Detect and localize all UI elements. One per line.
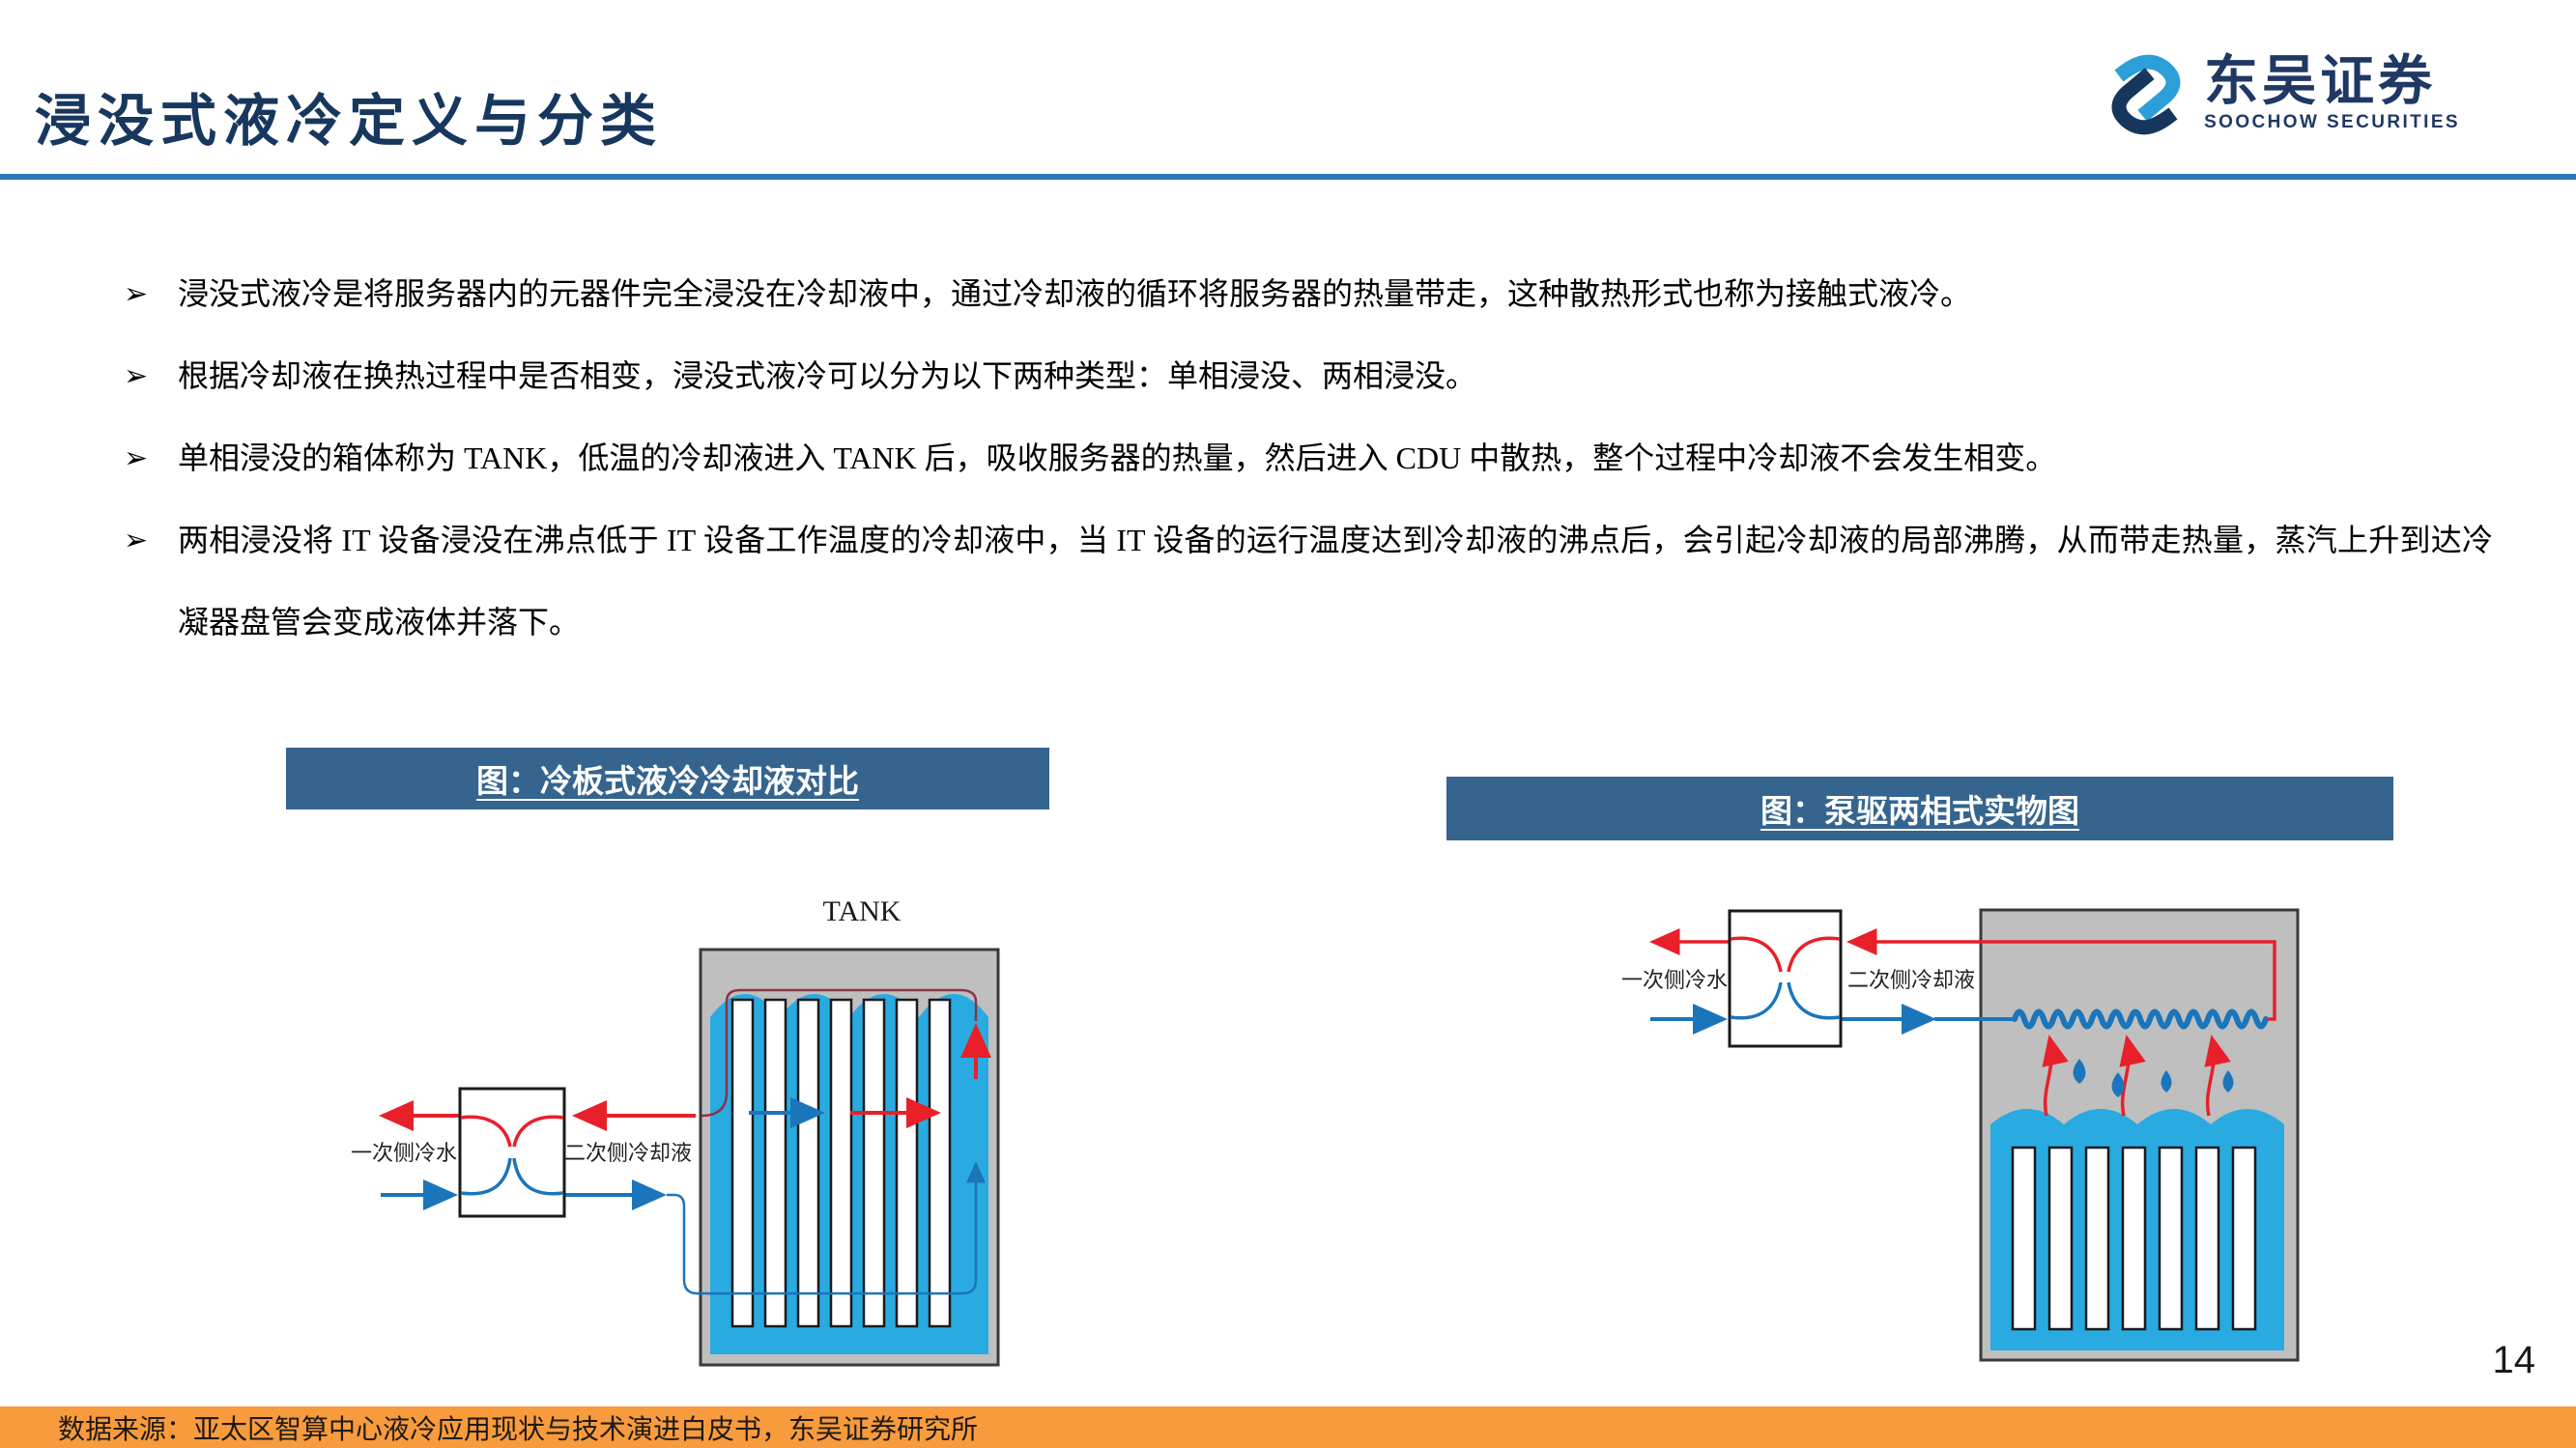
bullet-item: ➢ 单相浸没的箱体称为 TANK，低温的冷却液进入 TANK 后，吸收服务器的热… xyxy=(124,417,2493,499)
heat-exchanger xyxy=(458,1087,566,1218)
bullet-marker-icon: ➢ xyxy=(124,359,149,393)
data-source-note: 数据来源：亚太区智算中心液冷应用现状与技术演进白皮书，东吴证券研究所 xyxy=(58,1414,979,1445)
bullet-item: ➢ 浸没式液冷是将服务器内的元器件完全浸没在冷却液中，通过冷却液的循环将服务器的… xyxy=(124,253,2493,335)
figure-caption-left: 图：冷板式液冷冷却液对比 xyxy=(286,748,1049,809)
droplet-icon xyxy=(2073,1059,2086,1084)
external-piping xyxy=(1649,928,2276,1035)
figure-caption-left-text: 图：冷板式液冷冷却液对比 xyxy=(476,765,859,800)
bullet-marker-icon: ➢ xyxy=(124,524,149,557)
secondary-side-label: 二次侧冷却液 xyxy=(564,1141,692,1165)
footer-bar: 数据来源：亚太区智算中心液冷应用现状与技术演进白皮书，东吴证券研究所 xyxy=(0,1406,2576,1448)
header-divider xyxy=(0,174,2576,180)
external-piping xyxy=(379,1100,701,1295)
server-blades xyxy=(730,998,952,1328)
internal-flow-arrows xyxy=(701,988,991,1295)
bullet-text: 浸没式液冷是将服务器内的元器件完全浸没在冷却液中，通过冷却液的循环将服务器的热量… xyxy=(178,276,1972,311)
primary-side-label: 一次侧冷水 xyxy=(351,1141,457,1165)
secondary-side-label: 二次侧冷却液 xyxy=(1847,968,1975,992)
diagram-two-phase-tank: 一次侧冷水 二次侧冷却液 xyxy=(1621,908,2300,1362)
vapor-and-droplets xyxy=(2042,1035,2234,1117)
bullet-text: 根据冷却液在换热过程中是否相变，浸没式液冷可以分为以下两种类型：单相浸没、两相浸… xyxy=(178,358,1477,393)
primary-side-label: 一次侧冷水 xyxy=(1621,968,1728,992)
soochow-logo-icon xyxy=(2111,54,2181,135)
figure-caption-right-text: 图：泵驱两相式实物图 xyxy=(1760,795,2079,830)
bullet-text: 两相浸没将 IT 设备浸没在沸点低于 IT 设备工作温度的冷却液中，当 IT 设… xyxy=(178,523,2493,639)
bullet-item: ➢ 两相浸没将 IT 设备浸没在沸点低于 IT 设备工作温度的冷却液中，当 IT… xyxy=(124,499,2493,664)
logo-name-en: SOOCHOW SECURITIES xyxy=(2204,112,2460,132)
bullet-text: 单相浸没的箱体称为 TANK，低温的冷却液进入 TANK 后，吸收服务器的热量，… xyxy=(178,440,2057,475)
bullet-item: ➢ 根据冷却液在换热过程中是否相变，浸没式液冷可以分为以下两种类型：单相浸没、两… xyxy=(124,335,2493,417)
droplet-icon xyxy=(2111,1072,2125,1097)
page-title: 浸没式液冷定义与分类 xyxy=(35,90,664,153)
figure-caption-right: 图：泵驱两相式实物图 xyxy=(1446,777,2393,840)
server-blades xyxy=(2011,1146,2257,1331)
droplet-icon xyxy=(2222,1070,2234,1093)
bullet-list: ➢ 浸没式液冷是将服务器内的元器件完全浸没在冷却液中，通过冷却液的循环将服务器的… xyxy=(124,253,2493,664)
bullet-marker-icon: ➢ xyxy=(124,441,149,475)
droplet-icon xyxy=(2161,1070,2172,1093)
diagram-single-phase-tank: TANK xyxy=(351,895,1000,1367)
company-logo: 东吴证券 SOOCHOW SECURITIES xyxy=(2102,50,2460,139)
logo-name-cn: 东吴证券 xyxy=(2204,50,2437,111)
bullet-marker-icon: ➢ xyxy=(124,277,149,311)
page-number: 14 xyxy=(2492,1339,2536,1381)
tank-label: TANK xyxy=(823,895,902,927)
condenser-coil xyxy=(2012,1008,2269,1030)
heat-exchanger xyxy=(1728,909,1843,1048)
